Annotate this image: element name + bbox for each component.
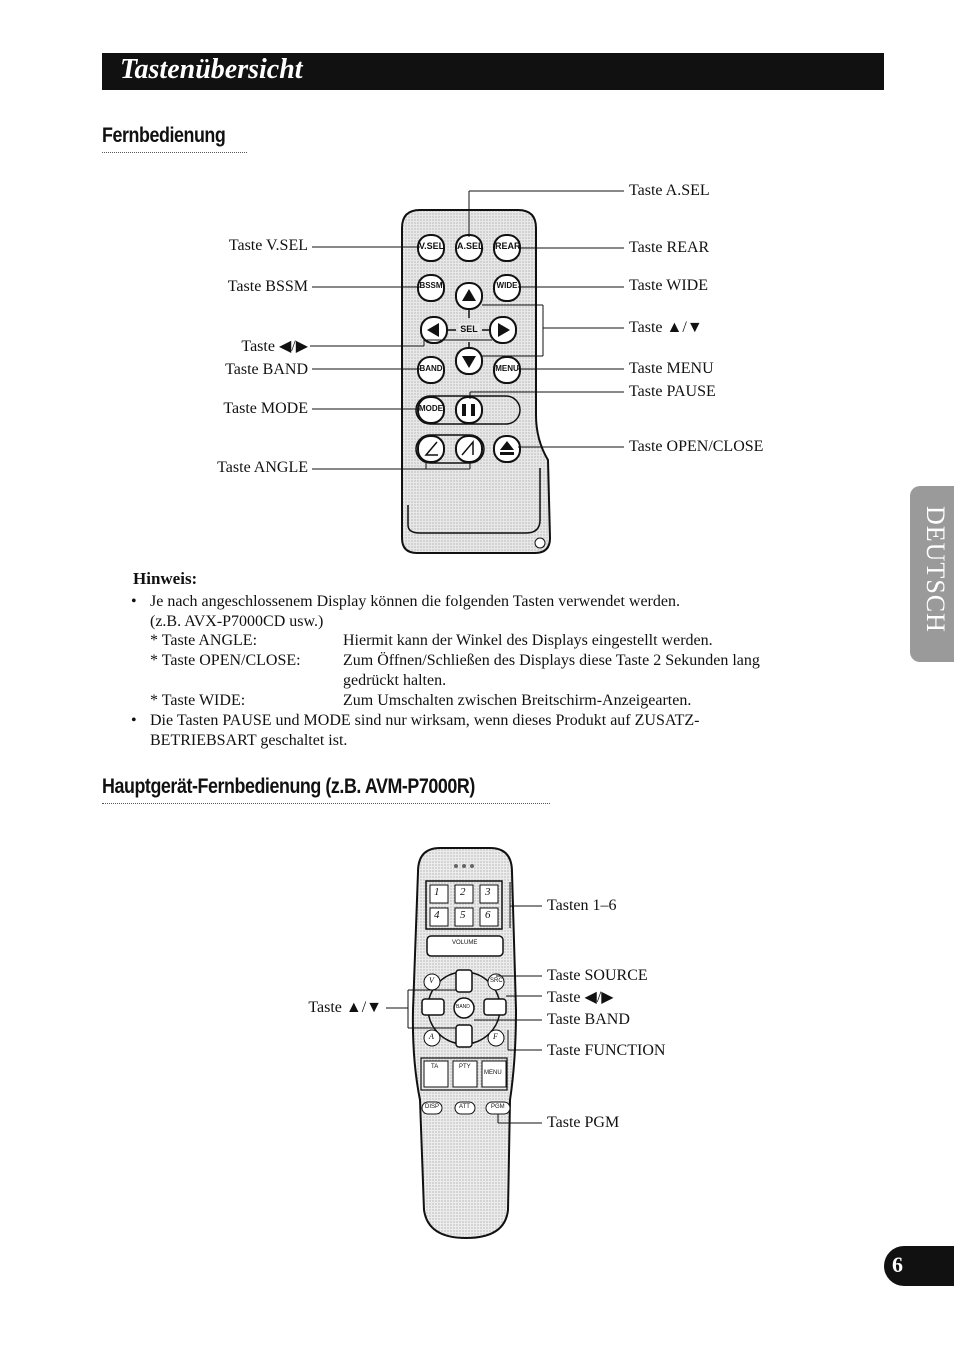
band-text: BAND <box>456 1004 470 1010</box>
label-wide: Taste WIDE <box>629 277 708 294</box>
page-number: 6 <box>892 1252 903 1277</box>
label-source: Taste SOURCE <box>547 967 648 984</box>
page-title: Tastenübersicht <box>120 54 303 85</box>
note-item-desc: Zum Umschalten zwischen Breitschirm-Anze… <box>343 692 692 709</box>
bullet-2-cont: BETRIEBSART geschaltet ist. <box>150 732 348 749</box>
bullet-1: Je nach angeschlossenem Display können d… <box>150 593 680 610</box>
label-left-right-2: Taste ◀/▶ <box>547 989 614 1006</box>
btn-mode-text: MODE <box>419 404 443 413</box>
label-keys-1-6: Tasten 1–6 <box>547 897 617 914</box>
title-bar: Tastenübersicht <box>102 53 884 90</box>
key-2-text: 2 <box>460 886 466 898</box>
key-5-text: 5 <box>460 909 466 921</box>
language-tab: DEUTSCH <box>910 486 954 662</box>
key-6-text: 6 <box>485 909 491 921</box>
bullet-1-mark: • <box>131 593 137 610</box>
label-up-down: Taste ▲/▼ <box>629 319 703 336</box>
pty-text: PTY <box>459 1064 471 1070</box>
label-pause: Taste PAUSE <box>629 383 716 400</box>
bullet-2: Die Tasten PAUSE und MODE sind nur wirks… <box>150 712 700 729</box>
note-item-desc: Hiermit kann der Winkel des Displays ein… <box>343 632 713 649</box>
src-text: SRC <box>490 978 503 984</box>
btn-rear-text: REAR <box>495 241 521 251</box>
label-up-down-2: Taste ▲/▼ <box>308 999 382 1016</box>
btn-band-text: BAND <box>419 364 443 373</box>
btn-vsel-text: V.SEL <box>419 241 445 251</box>
note-item-key: * Taste WIDE: <box>150 692 246 709</box>
language-tab-text: DEUTSCH <box>921 506 950 633</box>
btn-sel-text: SEL <box>459 324 479 334</box>
hinweis-title: Hinweis: <box>133 569 198 588</box>
label-openclose: Taste OPEN/CLOSE <box>629 438 764 455</box>
a-text: A <box>429 1032 434 1041</box>
v-text: V <box>429 976 434 985</box>
label-band: Taste BAND <box>225 361 308 378</box>
key-3-text: 3 <box>485 886 491 898</box>
section1-rule <box>102 152 247 154</box>
note-item-key: * Taste OPEN/CLOSE: <box>150 652 301 669</box>
key-1-text: 1 <box>434 886 440 898</box>
bullet-1-cont: (z.B. AVX-P7000CD usw.) <box>150 613 324 630</box>
ta-text: TA <box>431 1064 439 1070</box>
label-function: Taste FUNCTION <box>547 1042 666 1059</box>
label-bssm: Taste BSSM <box>227 278 308 295</box>
page-number-badge: 6 <box>884 1246 954 1286</box>
bullet-2-mark: • <box>131 712 137 729</box>
label-mode: Taste MODE <box>223 400 308 417</box>
label-asel: Taste A.SEL <box>629 182 710 199</box>
note-item-desc-cont: gedrückt halten. <box>343 672 447 689</box>
volume-text: VOLUME <box>452 940 478 946</box>
label-vsel: Taste V.SEL <box>228 237 308 254</box>
section1-heading: Fernbedienung <box>102 124 226 147</box>
label-pgm: Taste PGM <box>547 1114 620 1131</box>
btn-menu-text: MENU <box>495 364 519 373</box>
key-4-text: 4 <box>434 909 440 921</box>
disp-text: DISP <box>425 1104 440 1110</box>
label-band-2: Taste BAND <box>547 1011 630 1028</box>
att-text: ATT <box>459 1104 470 1110</box>
btn-bssm-text: BSSM <box>419 281 443 290</box>
section2-heading: Hauptgerät-Fernbedienung (z.B. AVM-P7000… <box>102 775 475 798</box>
pgm-text: PGM <box>491 1104 505 1110</box>
f-text: F <box>493 1032 498 1041</box>
menu-text: MENU <box>484 1070 502 1076</box>
note-item-key: * Taste ANGLE: <box>150 632 258 649</box>
label-menu: Taste MENU <box>629 360 714 377</box>
section2-rule <box>102 803 550 805</box>
note-item-desc: Zum Öffnen/Schließen des Displays diese … <box>343 652 760 669</box>
btn-asel-text: A.SEL <box>457 241 484 251</box>
label-rear: Taste REAR <box>629 239 710 256</box>
btn-wide-text: WIDE <box>496 281 518 290</box>
label-angle: Taste ANGLE <box>217 459 308 476</box>
label-left-right: Taste ◀/▶ <box>241 338 308 355</box>
